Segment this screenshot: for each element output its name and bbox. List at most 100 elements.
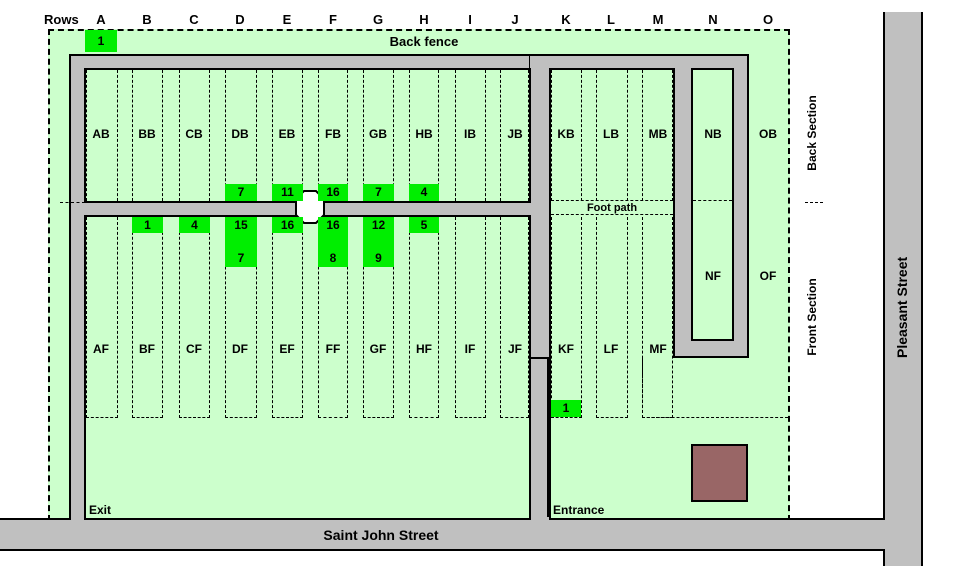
back-plot-strip[interactable] (179, 70, 210, 201)
marker-ff-fill (318, 233, 348, 251)
back-plot-strip[interactable] (409, 70, 439, 201)
back-plot-label: AB (92, 127, 110, 141)
front-plot-label: BF (139, 342, 155, 356)
front-plot-label: JF (507, 342, 523, 356)
front-plot-label: HF (416, 342, 432, 356)
front-plot-label: LF (603, 342, 619, 356)
front-plot-strip[interactable] (596, 217, 628, 418)
section-divider-right (805, 202, 823, 203)
marker-df-2[interactable]: 7 (225, 250, 257, 267)
front-plot-strip[interactable] (318, 217, 348, 418)
saint-john-street-label: Saint John Street (323, 527, 439, 543)
marker-bf[interactable]: 1 (132, 217, 163, 233)
back-plot-label: HB (415, 127, 433, 141)
back-plot-label: BB (138, 127, 156, 141)
block-k-m-edge (673, 68, 675, 358)
front-plot-label: EF (279, 342, 295, 356)
marker-gf-2[interactable]: 9 (363, 250, 394, 267)
front-plot-label: MF (649, 342, 667, 356)
column-header: C (189, 12, 199, 27)
marker-a[interactable]: 1 (85, 30, 117, 52)
back-plot-strip[interactable] (272, 70, 303, 201)
column-header: B (142, 12, 152, 27)
marker-cf[interactable]: 4 (179, 217, 210, 233)
back-plot-strip[interactable] (363, 70, 394, 201)
column-header: N (708, 12, 718, 27)
front-plot-strip[interactable] (551, 217, 582, 418)
mf-region (642, 358, 788, 418)
front-plot-strip[interactable] (86, 217, 118, 418)
front-block-left (84, 215, 531, 520)
back-plot-strip[interactable] (455, 70, 486, 201)
block-n (691, 68, 734, 341)
marker-ef[interactable]: 16 (272, 217, 303, 233)
section-divider-left (60, 202, 85, 203)
front-plot-label: IF (464, 342, 476, 356)
front-plot-strip[interactable] (225, 217, 257, 418)
pleasant-street (883, 12, 923, 566)
front-plot-strip[interactable] (363, 217, 394, 418)
back-plot-strip[interactable] (500, 70, 529, 201)
front-plot-strip[interactable] (179, 217, 210, 418)
section-divider-n (693, 200, 732, 201)
back-plot-label: IB (464, 127, 476, 141)
back-plot-strip[interactable] (551, 70, 582, 201)
front-plot-label: AF (93, 342, 109, 356)
back-plot-strip[interactable] (225, 70, 257, 201)
column-header: J (511, 12, 519, 27)
column-header: O (762, 12, 774, 27)
back-plot-strip[interactable] (132, 70, 163, 201)
marker-hb[interactable]: 4 (409, 184, 439, 201)
back-plot-label: OB (759, 127, 777, 141)
back-plot-label: MB (648, 127, 668, 141)
marker-df-fill (225, 233, 257, 251)
marker-db[interactable]: 7 (225, 184, 257, 201)
back-plot-label: FB (325, 127, 341, 141)
marker-ff[interactable]: 16 (318, 217, 348, 233)
saint-john-street (0, 518, 885, 551)
marker-df[interactable]: 15 (225, 217, 257, 233)
road-join-exit (71, 517, 84, 521)
front-plot-strip[interactable] (500, 217, 529, 418)
front-plot-strip[interactable] (455, 217, 486, 418)
marker-kf[interactable]: 1 (551, 400, 581, 417)
front-section-label: Front Section (805, 278, 819, 356)
front-plot-label: OF (759, 269, 777, 283)
front-plot-strip[interactable] (272, 217, 303, 418)
marker-hf[interactable]: 5 (409, 217, 439, 233)
back-plot-strip[interactable] (642, 70, 673, 201)
back-plot-strip[interactable] (86, 70, 118, 201)
back-plot-strip[interactable] (596, 70, 628, 201)
section-divider-km-top (551, 200, 673, 201)
section-divider-km-bottom (551, 214, 673, 215)
back-plot-label: KB (557, 127, 575, 141)
marker-eb[interactable]: 11 (272, 184, 303, 201)
column-header: E (282, 12, 292, 27)
exit-label: Exit (89, 503, 112, 517)
column-header: D (235, 12, 245, 27)
column-header: G (372, 12, 384, 27)
marker-gf-fill (363, 233, 394, 251)
back-plot-label: EB (278, 127, 296, 141)
back-plot-label: GB (369, 127, 387, 141)
column-header: I (468, 12, 472, 27)
marker-fb[interactable]: 16 (318, 184, 348, 201)
road-join-entrance (531, 517, 549, 521)
back-section-label: Back Section (805, 95, 819, 171)
back-plot-label: LB (603, 127, 619, 141)
marker-gf[interactable]: 12 (363, 217, 394, 233)
column-header: M (652, 12, 664, 27)
road-join (530, 56, 550, 70)
front-plot-label: KF (558, 342, 574, 356)
entrance-label: Entrance (553, 503, 605, 517)
pleasant-street-label: Pleasant Street (894, 256, 910, 358)
road-join-pleasant (883, 520, 887, 549)
front-plot-label: NF (705, 269, 721, 283)
front-plot-strip[interactable] (409, 217, 439, 418)
front-plot-strip[interactable] (132, 217, 163, 418)
marker-ff-2[interactable]: 8 (318, 250, 348, 267)
marker-gb[interactable]: 7 (363, 184, 394, 201)
back-plot-strip[interactable] (318, 70, 348, 201)
back-plot-label: JB (507, 127, 523, 141)
front-lower-right (551, 358, 788, 518)
